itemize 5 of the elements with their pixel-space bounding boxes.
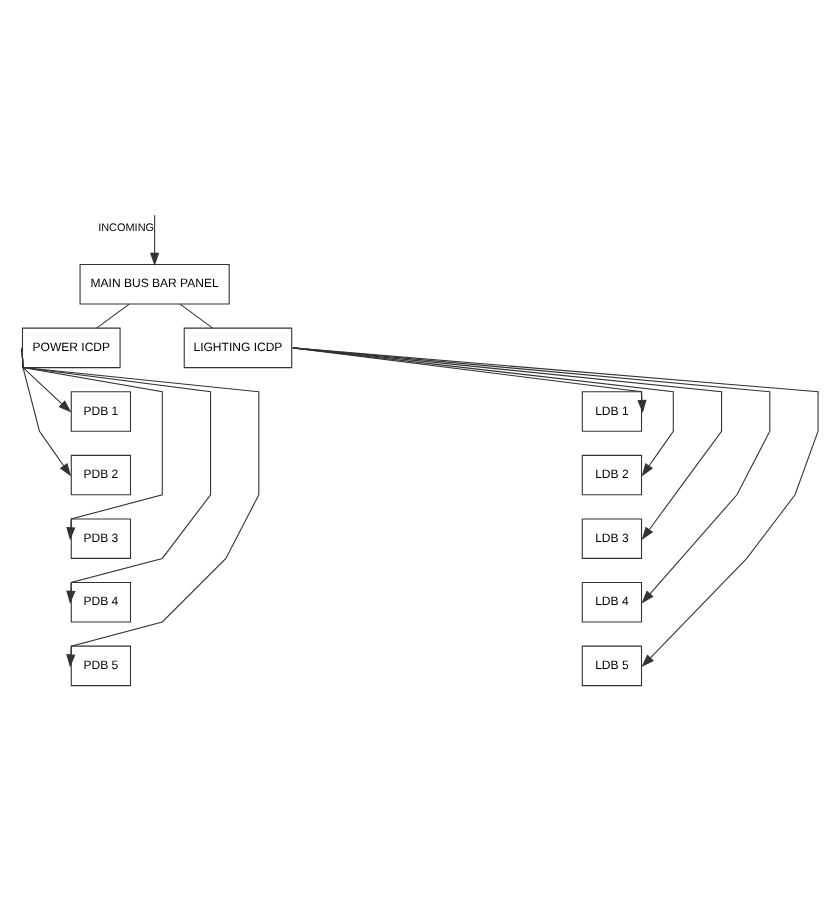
arrow (150, 214, 160, 267)
connector (96, 303, 130, 329)
arrow (292, 347, 819, 668)
connector (179, 303, 214, 329)
arrow (21, 347, 260, 668)
